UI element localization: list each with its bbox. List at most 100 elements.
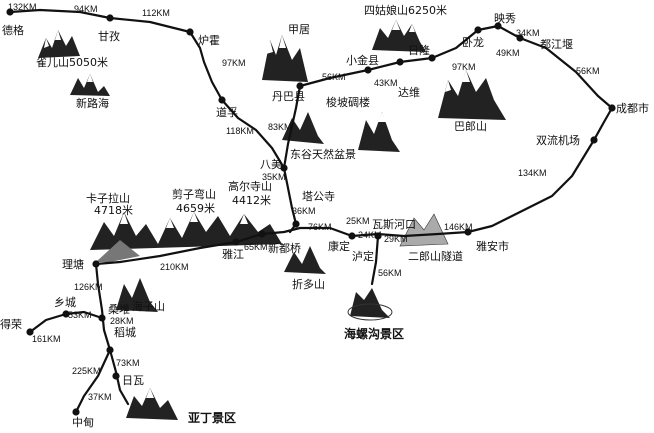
label-jiaju: 甲居 — [288, 23, 310, 36]
label-derong: 得荣 — [0, 318, 22, 331]
landmark-labels: 雀儿山5050米 新路海 四姑娘山6250米 巴郎山 东谷天然盆景 梭坡碉楼 卡… — [36, 3, 487, 425]
label-kazilashan-height: 4718米 — [94, 204, 133, 217]
distance-label: 28KM — [110, 316, 134, 326]
marker-xinduqiao — [258, 230, 266, 238]
distance-label: 126KM — [74, 282, 103, 292]
label-wasigoukou: 瓦斯河口 — [372, 218, 416, 231]
marker-xiaojin — [364, 66, 372, 74]
label-gaoersishan-height: 4412米 — [232, 194, 271, 207]
marker-litang — [92, 260, 100, 268]
distance-label: 37KM — [88, 392, 112, 402]
marker-riwa — [112, 372, 120, 380]
distance-label: 112KM — [142, 8, 170, 18]
label-yaan: 雅安市 — [476, 239, 509, 253]
distance-label: 56KM — [378, 268, 402, 278]
marker-luhuo — [186, 28, 194, 36]
road-riwa-zhongdian — [74, 348, 112, 414]
label-luhuo: 炉霍 — [198, 34, 220, 47]
label-siguniangshan: 四姑娘山6250米 — [364, 3, 447, 17]
distance-label: 83KM — [268, 122, 292, 132]
label-bamei: 八美 — [260, 158, 282, 171]
marker-daocheng — [106, 346, 114, 354]
distance-label: 24KM — [358, 230, 382, 240]
marker-kangding — [348, 232, 356, 240]
label-dongguteran: 东谷天然盆景 — [290, 147, 356, 161]
marker-yingxiu — [494, 22, 502, 30]
label-xiangcheng: 乡城 — [54, 296, 76, 309]
distance-label: 73KM — [116, 358, 140, 368]
distance-label: 53KM — [68, 310, 92, 320]
marker-dawei — [396, 58, 404, 66]
distance-labels: 132KM 94KM 112KM 97KM 118KM 83KM 56KM 43… — [8, 2, 600, 402]
label-riwa: 日瓦 — [122, 374, 144, 387]
label-wolong: 卧龙 — [462, 36, 484, 49]
label-xiaojin: 小金县 — [346, 53, 379, 67]
label-balangshan: 巴郎山 — [454, 119, 487, 133]
distance-label: 35KM — [262, 172, 286, 182]
road-xinduqiao-litang — [94, 232, 264, 266]
distance-label: 118KM — [226, 126, 254, 136]
marker-wolong — [474, 26, 482, 34]
distance-label: 134KM — [518, 168, 547, 178]
distance-label: 132KM — [8, 2, 37, 12]
label-daofu: 道孚 — [216, 105, 238, 119]
label-dujiangyan: 都江堰 — [540, 38, 573, 51]
label-suopodiaolou: 梭坡碉楼 — [326, 95, 370, 109]
label-hailuogou: 海螺沟景区 — [344, 326, 404, 341]
distance-label: 97KM — [452, 62, 476, 72]
label-yajiang: 雅江 — [222, 247, 244, 261]
marker-danba — [296, 82, 304, 90]
marker-yaan — [464, 228, 472, 236]
distance-label: 161KM — [32, 334, 61, 344]
marker-yajiang — [232, 238, 240, 246]
label-erlangshan: 二郎山隧道 — [408, 249, 463, 263]
marker-dege — [6, 8, 14, 16]
road-litang-yading — [94, 262, 130, 406]
marker-daofu — [218, 96, 226, 104]
label-litang: 理塘 — [62, 257, 84, 271]
label-jianziwanshan: 剪子弯山 — [172, 187, 216, 201]
distance-label: 65KM — [244, 242, 268, 252]
distance-label: 56KM — [322, 72, 346, 82]
label-gaoersishan: 高尔寺山 — [228, 179, 272, 193]
marker-dujiangyan — [516, 34, 524, 42]
label-sangdui: 桑堆 — [108, 303, 130, 316]
road-luding-hailuogou — [370, 234, 380, 286]
label-yading: 亚丁景区 — [188, 411, 236, 425]
label-xinduqiao: 新都桥 — [268, 241, 301, 255]
marker-chengdu — [608, 104, 616, 112]
label-kazilashan: 卡子拉山 — [86, 191, 130, 205]
marker-rilong — [428, 54, 436, 62]
marker-derong — [26, 328, 34, 336]
label-jianziwanshan-height: 4659米 — [176, 202, 215, 215]
distance-label: 43KM — [374, 78, 398, 88]
distance-label: 34KM — [516, 28, 540, 38]
label-xinluhai: 新路海 — [76, 96, 109, 110]
label-shuangliu: 双流机场 — [536, 133, 580, 147]
distance-label: 210KM — [160, 262, 189, 272]
label-yingxiu: 映秀 — [494, 12, 516, 25]
label-chengdu: 成都市 — [616, 101, 649, 115]
label-tagongsi: 塔公寺 — [302, 190, 335, 203]
label-rilong: 日隆 — [408, 43, 430, 57]
mountain-illustrations — [38, 20, 506, 420]
distance-label: 146KM — [444, 222, 473, 232]
distance-label: 76KM — [308, 222, 332, 232]
distance-label: 49KM — [496, 48, 520, 58]
label-luding: 泸定 — [352, 249, 374, 263]
marker-tagongsi — [292, 220, 300, 228]
label-zhongdian: 中甸 — [72, 416, 94, 429]
label-haizishan: 海子山 — [132, 299, 165, 313]
road-network — [8, 8, 614, 414]
place-labels: 德格 甘孜 炉霍 道孚 八美 塔公寺 甲居 丹巴县 小金县 达维 日隆 卧龙 映… — [0, 12, 649, 429]
label-kangding: 康定 — [328, 239, 350, 253]
label-zheduoshan: 折多山 — [292, 277, 325, 291]
road-chengdu-yaan — [466, 106, 614, 234]
distance-label: 94KM — [74, 4, 98, 14]
marker-shuangliu — [590, 136, 598, 144]
label-ganzi: 甘孜 — [98, 29, 120, 43]
marker-zhongdian — [72, 408, 80, 416]
distance-label: 97KM — [222, 58, 246, 68]
marker-ganzi — [106, 14, 114, 22]
